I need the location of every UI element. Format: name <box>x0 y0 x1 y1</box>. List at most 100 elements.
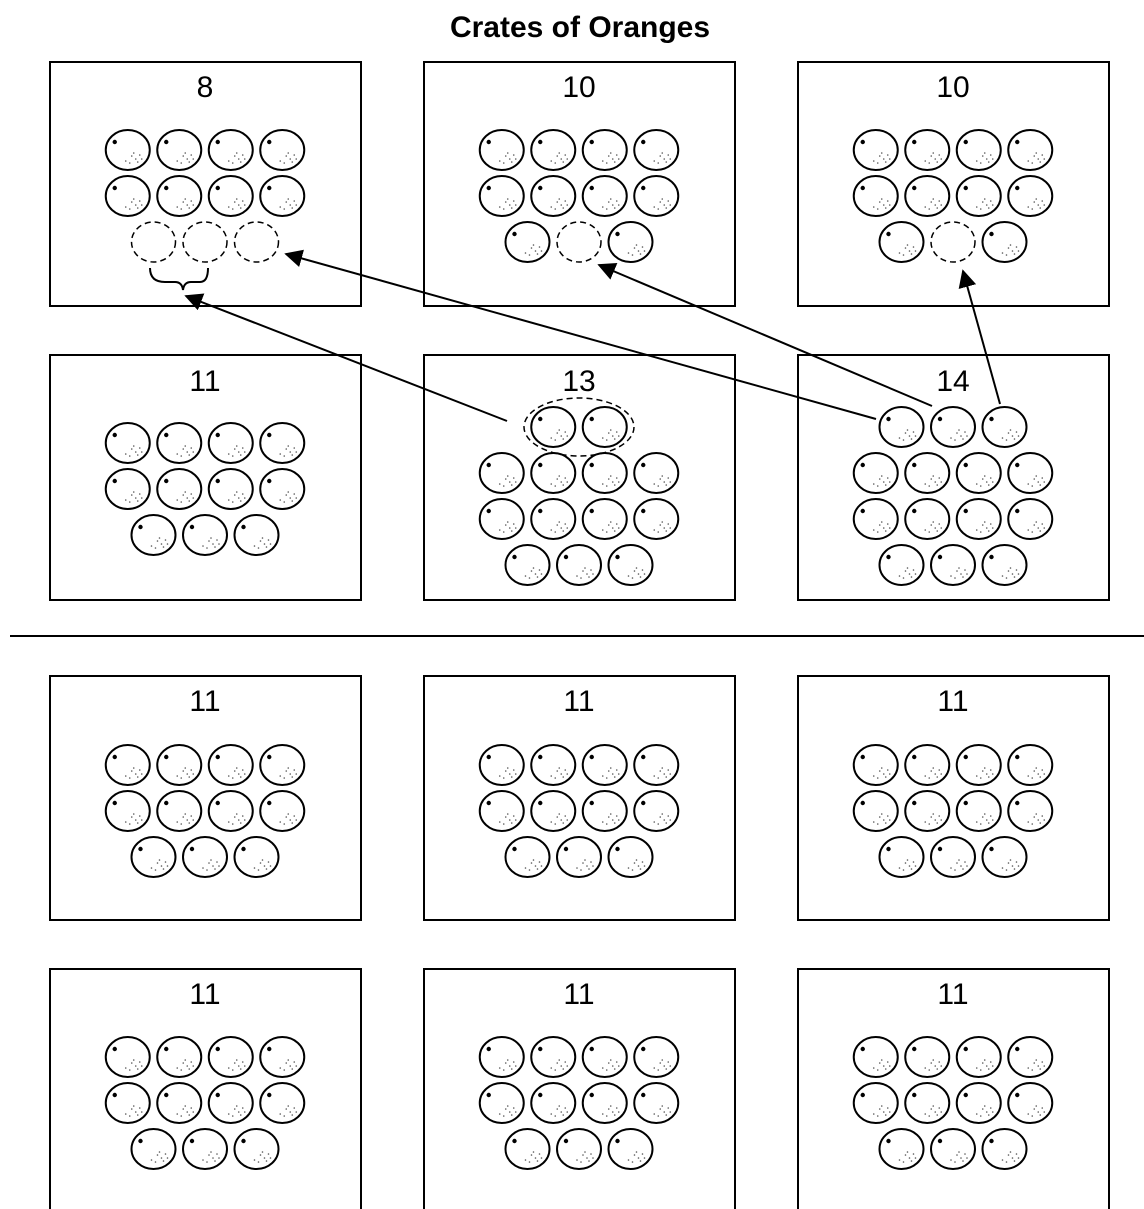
orange <box>260 176 304 216</box>
orange <box>157 1083 201 1123</box>
orange <box>506 222 550 262</box>
orange <box>609 545 653 585</box>
orange <box>531 499 575 539</box>
crate-count: 10 <box>562 71 595 104</box>
orange <box>260 469 304 509</box>
orange <box>905 745 949 785</box>
orange <box>931 837 975 877</box>
orange <box>957 745 1001 785</box>
orange <box>583 176 627 216</box>
orange <box>983 837 1027 877</box>
orange <box>506 545 550 585</box>
orange <box>583 745 627 785</box>
orange <box>957 1037 1001 1077</box>
crate-count: 14 <box>936 365 969 398</box>
orange <box>106 423 150 463</box>
orange <box>854 745 898 785</box>
orange <box>480 1037 524 1077</box>
orange <box>1008 130 1052 170</box>
orange <box>209 423 253 463</box>
orange <box>634 1083 678 1123</box>
orange <box>157 176 201 216</box>
orange <box>583 453 627 493</box>
orange <box>905 130 949 170</box>
orange <box>931 1129 975 1169</box>
orange <box>880 407 924 447</box>
orange <box>260 1083 304 1123</box>
orange <box>880 545 924 585</box>
orange <box>583 499 627 539</box>
orange <box>557 1129 601 1169</box>
orange <box>854 791 898 831</box>
orange <box>634 130 678 170</box>
orange <box>183 837 227 877</box>
orange <box>106 1083 150 1123</box>
orange <box>634 499 678 539</box>
orange <box>983 545 1027 585</box>
orange <box>634 1037 678 1077</box>
orange <box>1008 745 1052 785</box>
orange <box>854 499 898 539</box>
crate-count: 10 <box>936 71 969 104</box>
after-crate-3: 11 <box>798 676 1109 920</box>
orange <box>1008 1037 1052 1077</box>
orange <box>183 1129 227 1169</box>
orange <box>480 1083 524 1123</box>
before-crate-4: 11 <box>50 355 361 600</box>
orange <box>583 130 627 170</box>
orange <box>132 515 176 555</box>
orange <box>480 499 524 539</box>
crate-count: 13 <box>562 365 595 398</box>
crate-count: 11 <box>189 685 220 718</box>
orange <box>106 791 150 831</box>
orange <box>931 407 975 447</box>
orange <box>209 791 253 831</box>
crate-count: 11 <box>189 978 220 1011</box>
orange <box>157 423 201 463</box>
orange <box>209 1083 253 1123</box>
crate-count: 11 <box>937 978 968 1011</box>
crate-count: 11 <box>937 685 968 718</box>
orange <box>854 130 898 170</box>
orange <box>506 1129 550 1169</box>
orange <box>506 837 550 877</box>
orange <box>957 130 1001 170</box>
after-crate-2: 11 <box>424 676 735 920</box>
orange <box>157 791 201 831</box>
after-crate-6: 11 <box>798 969 1109 1209</box>
orange <box>983 222 1027 262</box>
after-crate-5: 11 <box>424 969 735 1209</box>
orange <box>157 469 201 509</box>
orange <box>880 1129 924 1169</box>
orange <box>1008 499 1052 539</box>
orange <box>531 176 575 216</box>
orange <box>931 545 975 585</box>
orange <box>854 176 898 216</box>
before-crate-2: 10 <box>424 62 735 306</box>
orange <box>157 130 201 170</box>
orange <box>106 176 150 216</box>
orange <box>106 1037 150 1077</box>
orange <box>957 499 1001 539</box>
orange <box>1008 791 1052 831</box>
orange <box>480 745 524 785</box>
orange <box>209 176 253 216</box>
orange <box>854 1083 898 1123</box>
orange <box>634 176 678 216</box>
orange <box>609 837 653 877</box>
orange <box>905 453 949 493</box>
after-crate-4: 11 <box>50 969 361 1209</box>
orange <box>583 407 627 447</box>
orange <box>132 1129 176 1169</box>
orange <box>905 499 949 539</box>
orange <box>854 1037 898 1077</box>
orange <box>880 222 924 262</box>
orange <box>106 469 150 509</box>
orange <box>531 130 575 170</box>
orange <box>480 176 524 216</box>
orange <box>260 1037 304 1077</box>
orange <box>480 791 524 831</box>
orange <box>531 407 575 447</box>
orange <box>634 791 678 831</box>
